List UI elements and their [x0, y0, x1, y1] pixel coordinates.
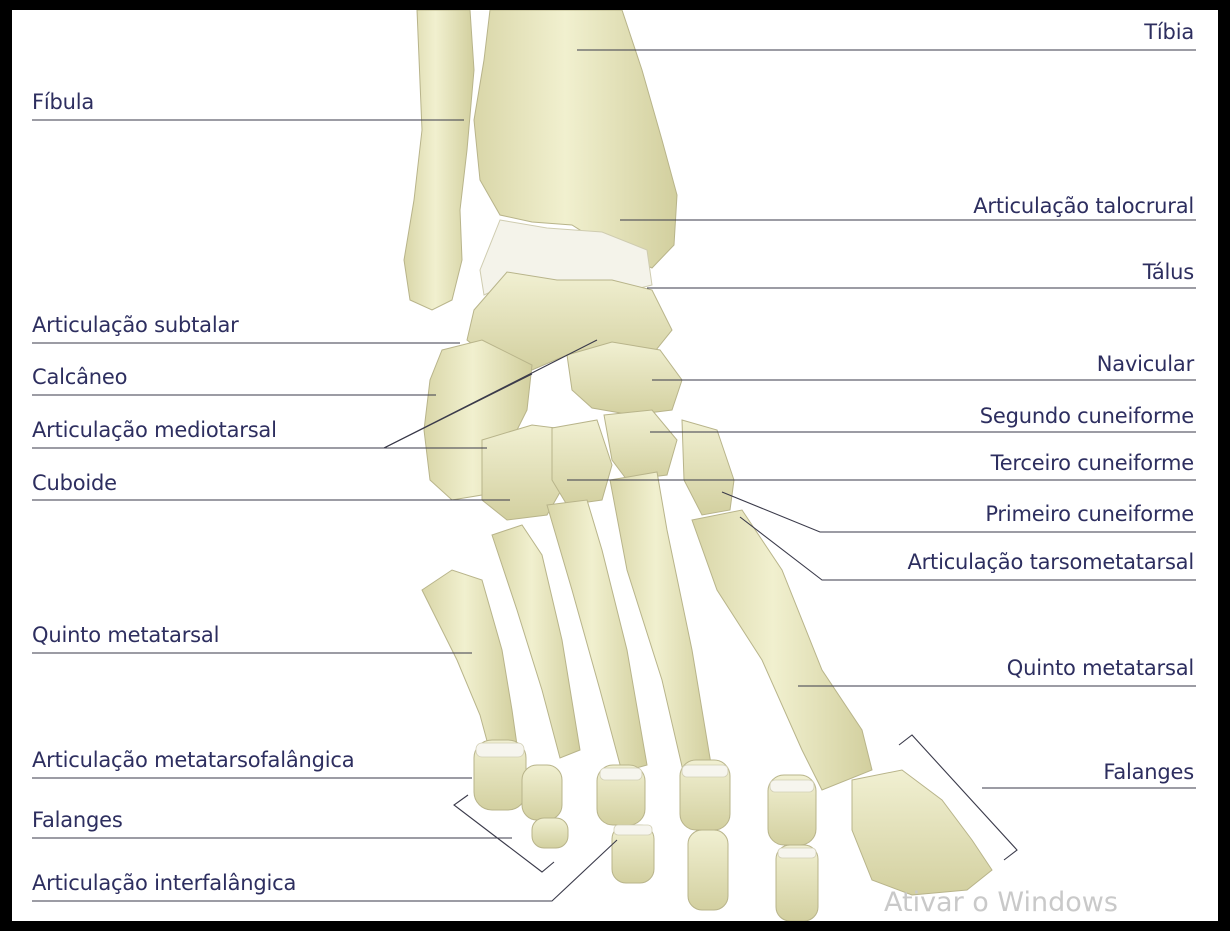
label-navicular: Navicular — [1097, 351, 1194, 377]
hallux-phalanges — [852, 770, 992, 895]
third-cuneiform-bone — [552, 420, 612, 505]
label-fibula: Fíbula — [32, 89, 94, 115]
first-cuneiform-bone — [682, 420, 734, 515]
first-metatarsal-bone — [692, 510, 872, 790]
fibula-bone — [404, 10, 474, 310]
label-mediotarsal: Articulação mediotarsal — [32, 417, 277, 443]
label-calcaneo: Calcâneo — [32, 364, 127, 390]
label-terceiro-cuneiforme: Terceiro cuneiforme — [991, 450, 1194, 476]
fifth-metatarsal-bone — [422, 570, 517, 752]
second-cuneiform-bone — [604, 410, 677, 480]
diagram-frame: Tíbia Articulação talocrural Tálus Navic… — [12, 10, 1218, 921]
label-talocrural: Articulação talocrural — [973, 193, 1194, 219]
label-primeiro-cuneiforme: Primeiro cuneiforme — [985, 501, 1194, 527]
label-metatarsofalangica: Articulação metatarsofalângica — [32, 747, 354, 773]
label-subtalar: Articulação subtalar — [32, 312, 239, 338]
windows-activation-watermark: Ativar o Windows — [884, 888, 1118, 918]
label-falanges-right: Falanges — [1103, 759, 1194, 785]
label-cuboide: Cuboide — [32, 470, 117, 496]
label-segundo-cuneiforme: Segundo cuneiforme — [980, 403, 1194, 429]
label-quinto-metatarsal-right: Quinto metatarsal — [1007, 655, 1194, 681]
label-falanges-left: Falanges — [32, 807, 123, 833]
label-quinto-metatarsal-left: Quinto metatarsal — [32, 622, 219, 648]
label-tarsometatarsal: Articulação tarsometatarsal — [907, 549, 1194, 575]
label-talus: Tálus — [1143, 259, 1194, 285]
navicular-bone — [567, 342, 682, 415]
label-interfalangica: Articulação interfalângica — [32, 870, 296, 896]
label-tibia: Tíbia — [1144, 19, 1194, 45]
